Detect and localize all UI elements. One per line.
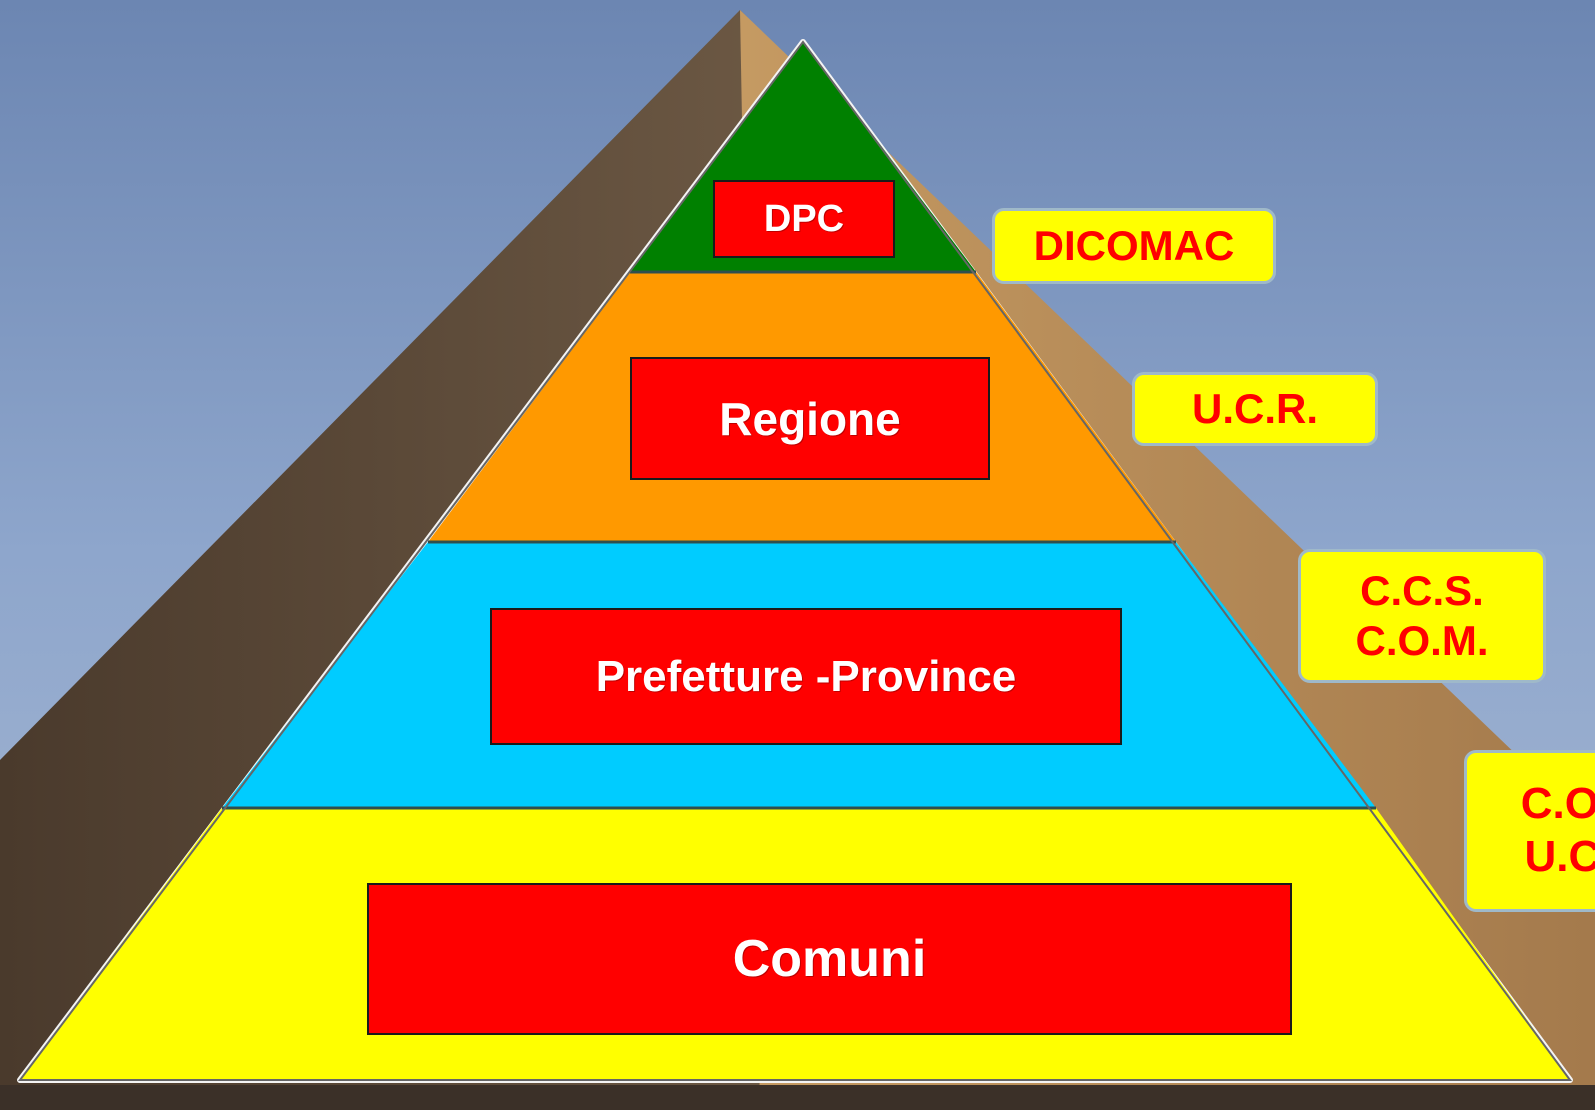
side-label-ucr: U.C.R.: [1132, 372, 1378, 446]
side-label-coc-text: C.O.C.: [1520, 779, 1595, 829]
tier-label-comuni: Comuni: [367, 883, 1292, 1035]
tier-label-dpc: DPC: [713, 180, 895, 258]
side-label-com-text: C.O.M.: [1355, 617, 1489, 664]
side-label-ucl-text: U.C.L.: [1524, 832, 1595, 881]
side-label-ucr-text: U.C.R.: [1192, 384, 1318, 432]
side-label-ccs-com: C.C.S. C.O.M.: [1298, 549, 1546, 683]
side-label-dicomac: DICOMAC: [992, 208, 1276, 284]
side-label-ccs-text: C.C.S.: [1360, 566, 1484, 614]
side-label-coc-ucl: C.O.C. U.C.L.: [1464, 750, 1595, 912]
side-label-dicomac-text: DICOMAC: [1033, 221, 1235, 269]
tier-label-regione: Regione: [630, 357, 990, 480]
tier-label-prefetture-province: Prefetture -Province: [490, 608, 1122, 745]
